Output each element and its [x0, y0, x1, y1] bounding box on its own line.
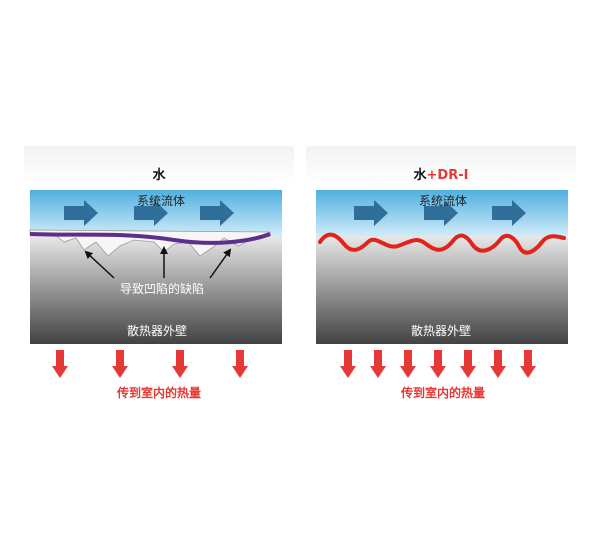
heat-label: 传到室内的热量	[116, 386, 201, 400]
flow-arrow-icon	[64, 200, 98, 226]
flow-arrow-icon	[200, 200, 234, 226]
pointer-arrow-icon	[84, 250, 115, 279]
flow-arrow-icon	[354, 200, 388, 226]
heat-arrow-icon	[370, 350, 386, 378]
flow-arrow-icon	[424, 200, 458, 226]
heat-arrow-icon	[112, 350, 128, 378]
panel-water-scene	[29, 190, 282, 378]
heat-arrow-icon	[460, 350, 476, 378]
wall-label: 散热器外壁	[410, 324, 471, 338]
heat-label: 传到室内的热量	[400, 386, 485, 400]
flow-arrow-icon	[492, 200, 526, 226]
dr-coating-layer	[318, 232, 566, 255]
wall-label: 散热器外壁	[126, 324, 187, 338]
scale-layer	[29, 232, 271, 245]
panel-water: 水	[24, 146, 294, 411]
heat-arrow-icon	[232, 350, 248, 378]
panel-water-dr: 水+DR-I	[306, 146, 576, 411]
heat-arrow-icon	[172, 350, 188, 378]
heat-arrow-icon	[400, 350, 416, 378]
flow-arrow-icon	[134, 200, 168, 226]
radiator-wall	[30, 236, 282, 344]
heat-arrow-icon	[430, 350, 446, 378]
pointer-arrow-icon	[209, 248, 232, 279]
fluid-label: 系统流体	[136, 194, 185, 208]
fluid-label: 系统流体	[418, 194, 467, 208]
heat-arrow-icon	[52, 350, 68, 378]
panel-water-dr-scene	[316, 190, 568, 378]
heat-arrow-icon	[340, 350, 356, 378]
heat-arrow-icon	[490, 350, 506, 378]
panel-title: 水	[152, 168, 166, 183]
defect-label: 导致凹陷的缺陷	[119, 282, 204, 296]
heat-arrow-icon	[520, 350, 536, 378]
panel-title: 水+DR-I	[413, 168, 469, 183]
